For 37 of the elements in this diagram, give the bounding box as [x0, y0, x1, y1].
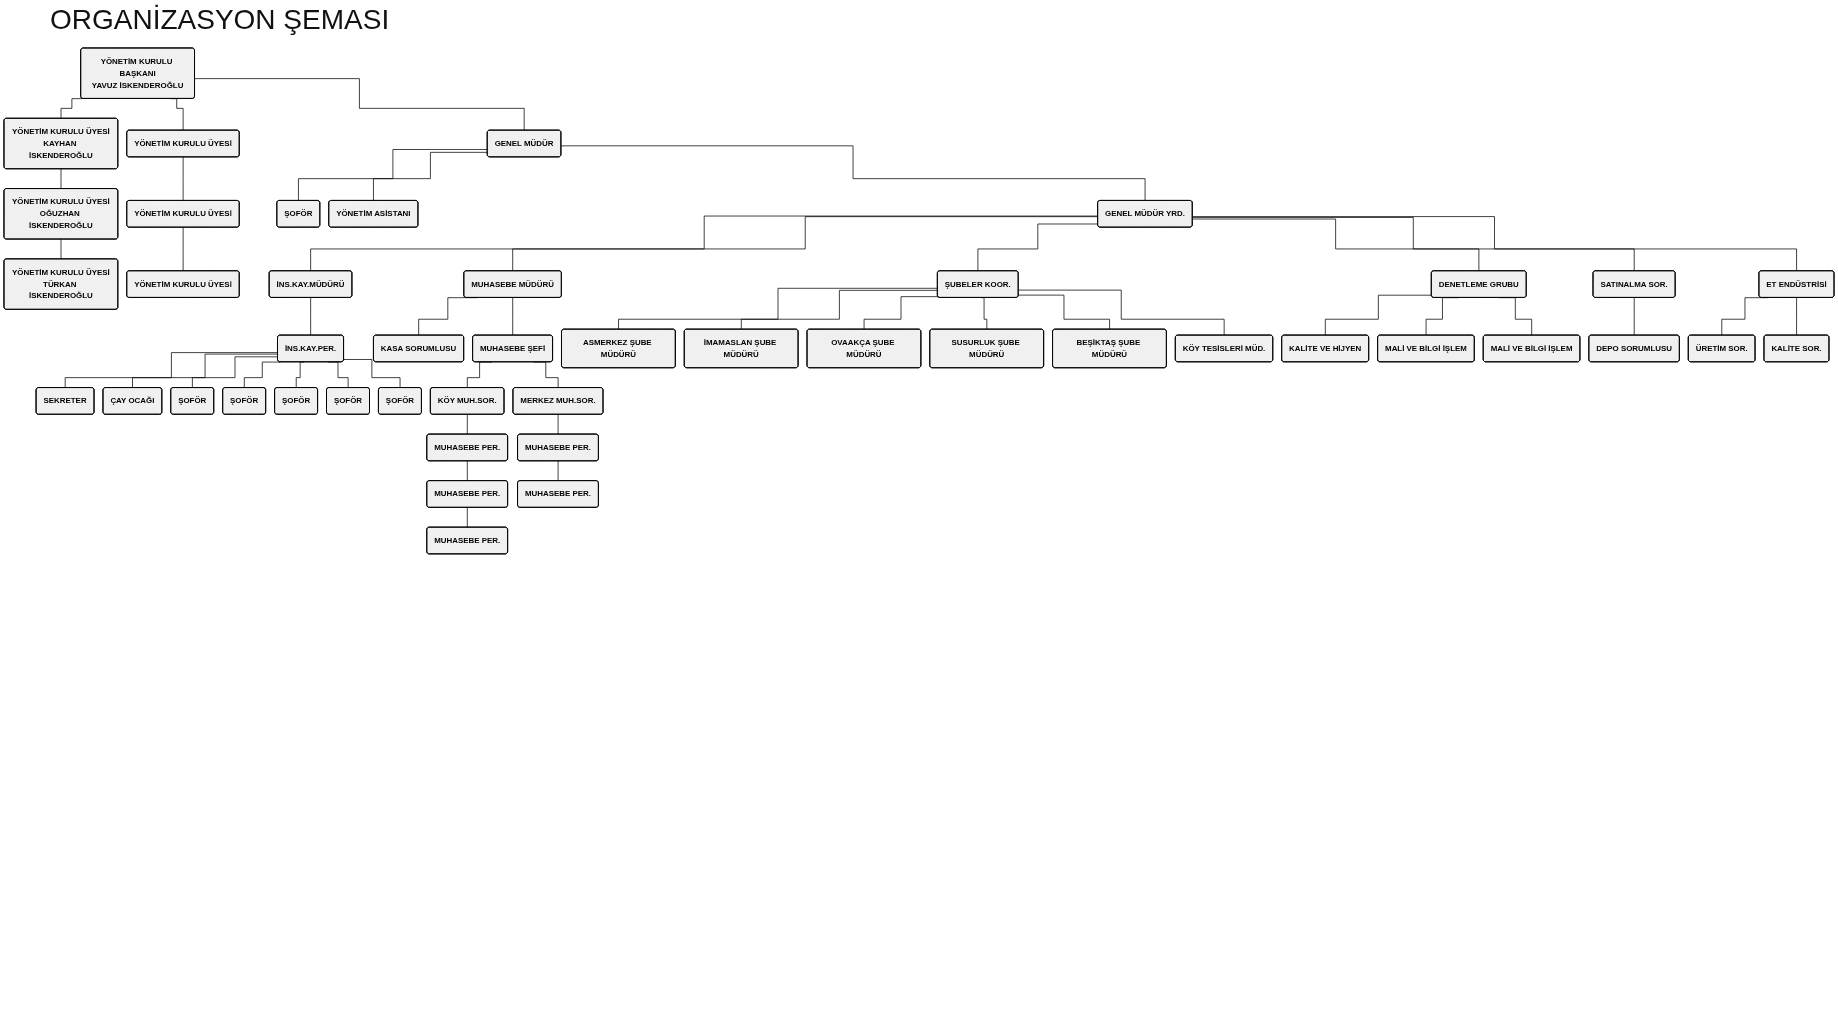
- connector: [343, 359, 401, 389]
- connector: [310, 215, 1099, 272]
- connector: [466, 460, 468, 482]
- connector: [863, 296, 939, 330]
- connector: [132, 353, 279, 389]
- connector: [1192, 216, 1798, 272]
- connector: [60, 168, 62, 190]
- connector: [512, 297, 514, 336]
- connector: [1192, 218, 1480, 272]
- connector: [1796, 297, 1798, 336]
- connector: [60, 238, 62, 260]
- connector: [243, 361, 281, 389]
- connector: [60, 98, 84, 119]
- connector: [1633, 297, 1635, 336]
- connector: [981, 297, 988, 330]
- chart-title: ORGANİZASYON ŞEMASI: [50, 4, 390, 36]
- connector: [310, 297, 312, 336]
- connector: [1192, 217, 1635, 272]
- connector: [182, 227, 184, 272]
- connector: [740, 289, 938, 330]
- connector: [64, 352, 279, 389]
- connector: [1018, 294, 1111, 330]
- connector: [977, 223, 1099, 272]
- connector: [1324, 294, 1432, 336]
- connector: [194, 78, 525, 131]
- connector: [557, 414, 559, 435]
- connector: [512, 216, 1099, 272]
- connector: [1018, 289, 1225, 336]
- connector: [373, 151, 488, 202]
- connector: [182, 156, 184, 202]
- connector: [560, 145, 1146, 202]
- connector: [466, 507, 468, 528]
- connector: [557, 460, 559, 482]
- connector: [618, 287, 938, 330]
- connector: [298, 149, 488, 202]
- connector: [466, 414, 468, 435]
- connector: [192, 356, 279, 389]
